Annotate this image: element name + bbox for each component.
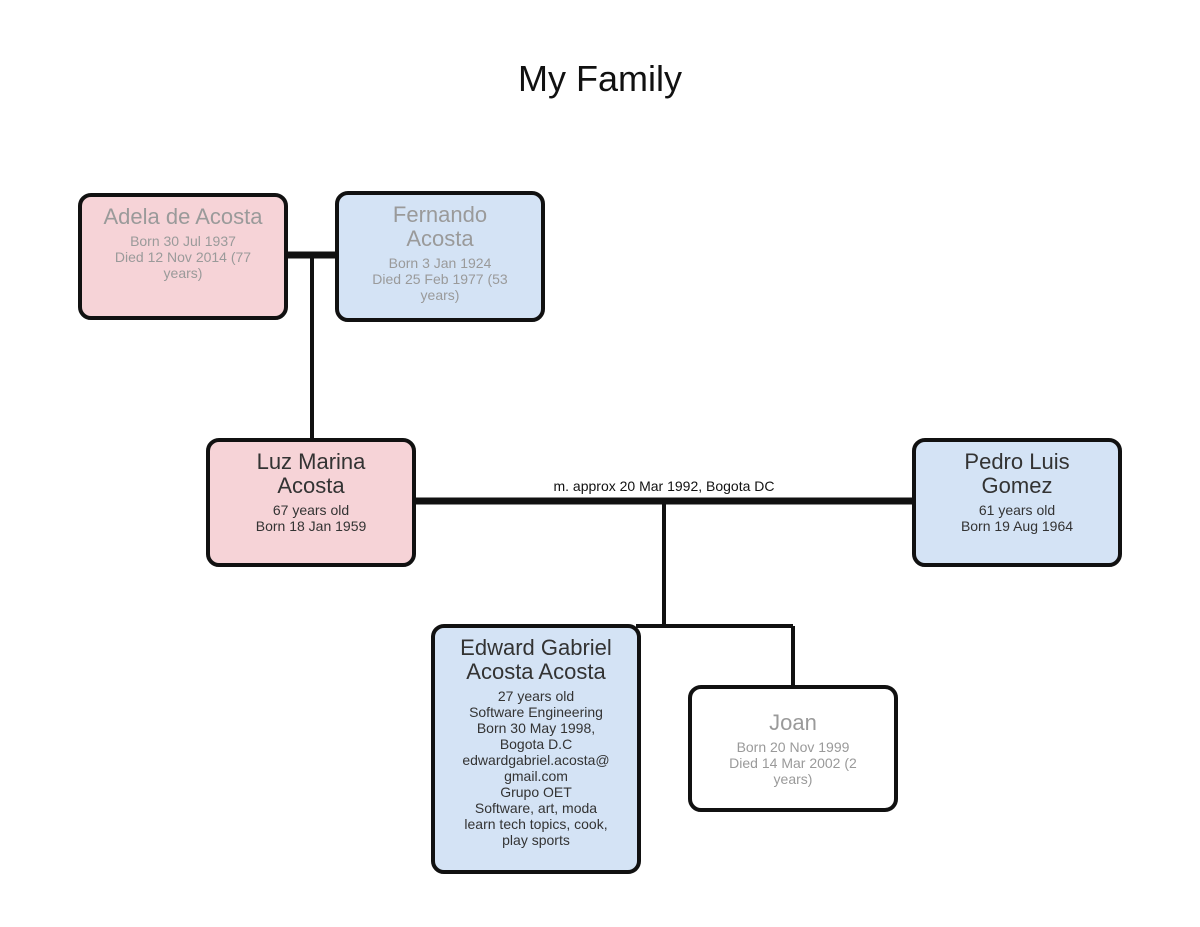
person-detail-line: 27 years old [497, 688, 575, 704]
person-detail-line: play sports [502, 832, 570, 848]
person-details: 61 years old Born 19 Aug 1964 [922, 502, 1112, 534]
person-name-line: Pedro Luis [964, 449, 1070, 474]
person-detail-line: Software Engineering [469, 704, 603, 720]
person-name: Adela de Acosta [103, 204, 263, 229]
page-title: My Family [518, 58, 682, 99]
person-detail-line: Died 12 Nov 2014 (77 [114, 249, 252, 265]
person-name-line: Acosta [406, 226, 474, 251]
person-detail-line: 61 years old [978, 502, 1056, 518]
person-card-luz-marina[interactable]: Luz Marina Acosta 67 years old Born 18 J… [206, 438, 416, 567]
person-detail-line: years) [163, 265, 203, 281]
person-details: Born 20 Nov 1999 Died 14 Mar 2002 (2 yea… [698, 739, 888, 787]
person-detail-line: years) [773, 771, 813, 787]
person-detail-line: Died 14 Mar 2002 (2 [729, 755, 857, 771]
person-card-edward-gabriel[interactable]: Edward Gabriel Acosta Acosta 27 years ol… [431, 624, 641, 874]
person-name-line: Fernando [392, 202, 488, 227]
person-detail-line: Born 19 Aug 1964 [960, 518, 1074, 534]
person-detail-line: Bogota D.C [499, 736, 573, 752]
person-detail-line: Born 30 May 1998, [476, 720, 596, 736]
person-detail-line: years) [420, 287, 460, 303]
person-details: Born 30 Jul 1937 Died 12 Nov 2014 (77 ye… [88, 233, 278, 281]
person-detail-line: Grupo OET [500, 784, 572, 800]
person-card-joan[interactable]: Joan Born 20 Nov 1999 Died 14 Mar 2002 (… [688, 685, 898, 812]
marriage-label: m. approx 20 Mar 1992, Bogota DC [553, 478, 775, 494]
person-detail-line: Died 25 Feb 1977 (53 [372, 271, 508, 287]
person-card-fernando[interactable]: Fernando Acosta Born 3 Jan 1924 Died 25 … [335, 191, 545, 322]
person-detail-line: Born 18 Jan 1959 [255, 518, 367, 534]
person-card-adela[interactable]: Adela de Acosta Born 30 Jul 1937 Died 12… [78, 193, 288, 320]
person-detail-line: Software, art, moda [474, 800, 598, 816]
person-detail-line: 67 years old [272, 502, 350, 518]
person-name-line: Acosta Acosta [466, 659, 606, 684]
person-detail-line: Born 3 Jan 1924 [388, 255, 492, 271]
person-details: 27 years old Software Engineering Born 3… [441, 688, 631, 848]
person-detail-line: learn tech topics, cook, [464, 816, 608, 832]
person-name-line: Acosta [277, 473, 345, 498]
person-detail-line: Born 20 Nov 1999 [736, 739, 850, 755]
person-name-line: Edward Gabriel [460, 635, 612, 660]
person-details: 67 years old Born 18 Jan 1959 [216, 502, 406, 534]
person-detail-line: Born 30 Jul 1937 [130, 233, 236, 249]
person-detail-line: gmail.com [504, 768, 568, 784]
person-detail-line: edwardgabriel.acosta@ [462, 752, 610, 768]
person-name: Joan [769, 710, 817, 735]
person-name-line: Luz Marina [256, 449, 366, 474]
person-name-line: Gomez [981, 473, 1053, 498]
person-details: Born 3 Jan 1924 Died 25 Feb 1977 (53 yea… [345, 255, 535, 303]
person-card-pedro-luis[interactable]: Pedro Luis Gomez 61 years old Born 19 Au… [912, 438, 1122, 567]
